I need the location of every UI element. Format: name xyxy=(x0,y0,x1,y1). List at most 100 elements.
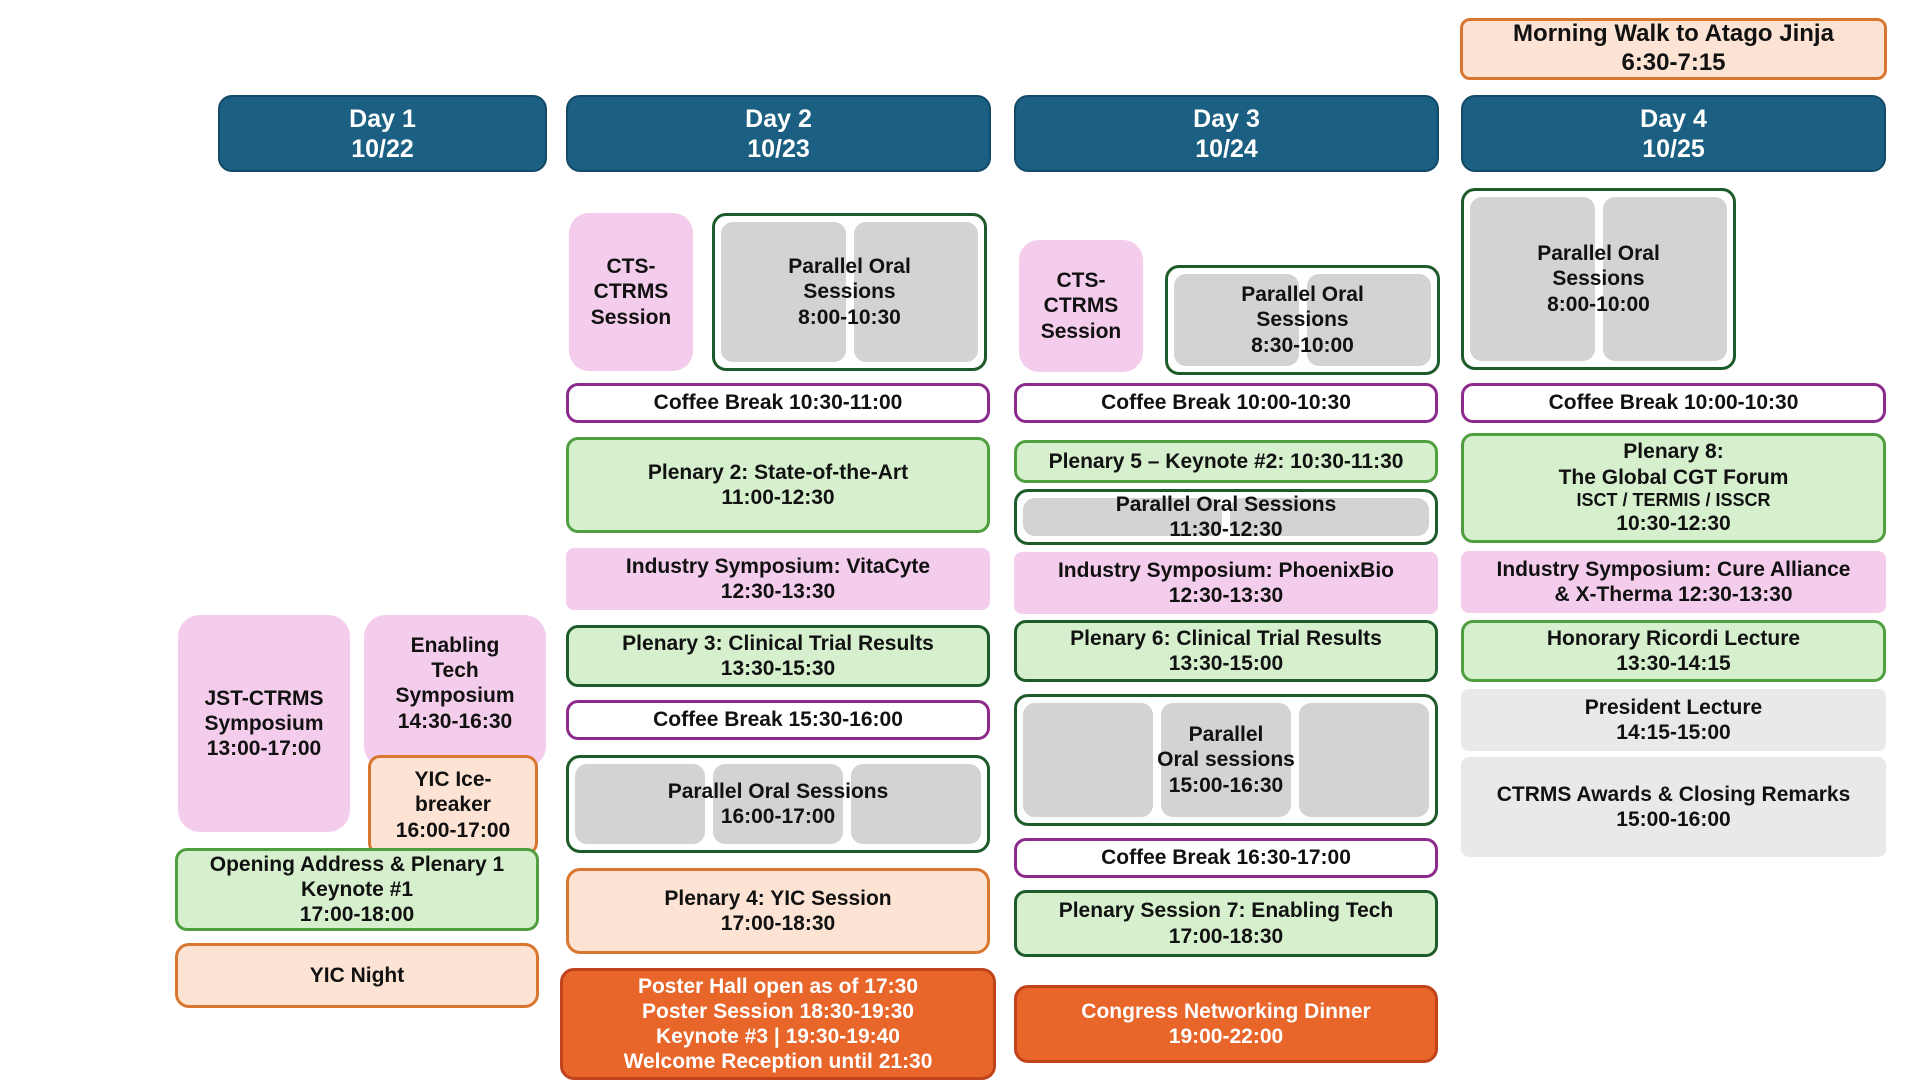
day1-yic-night[interactable]: YIC Night xyxy=(175,943,539,1008)
day1-opening-address-plenary-1[interactable]: Opening Address & Plenary 1 Keynote #1 1… xyxy=(175,848,539,931)
block-line-1: CTRMS Awards & Closing Remarks xyxy=(1496,782,1851,806)
day4-president-lecture[interactable]: President Lecture 14:15-15:00 xyxy=(1461,689,1886,751)
day3-coffee-break-1000[interactable]: Coffee Break 10:00-10:30 xyxy=(1014,383,1438,423)
block-line-2: 17:00-18:30 xyxy=(1168,924,1284,948)
day2-coffee-break-1530[interactable]: Coffee Break 15:30-16:00 xyxy=(566,700,990,740)
day2-date: 10/23 xyxy=(747,134,810,163)
block-line-1: Plenary 8: xyxy=(1623,440,1724,464)
day2-plenary-4-yic[interactable]: Plenary 4: YIC Session 17:00-18:30 xyxy=(566,868,990,954)
block-line-2: 19:00-22:00 xyxy=(1168,1025,1284,1048)
block-line-1: YIC Night xyxy=(309,963,405,987)
day-header-day4[interactable]: Day 4 10/25 xyxy=(1461,95,1886,172)
day2-plenary-3[interactable]: Plenary 3: Clinical Trial Results 13:30-… xyxy=(566,625,990,687)
block-line-1: Coffee Break 10:00-10:30 xyxy=(1101,391,1351,415)
block-line-2: 11:00-12:30 xyxy=(721,486,835,509)
morning-walk-block[interactable]: Morning Walk to Atago Jinja 6:30-7:15 xyxy=(1460,18,1887,80)
block-line-2: The Global CGT Forum xyxy=(1558,465,1789,489)
block-line-1: Coffee Break 10:00-10:30 xyxy=(1548,391,1799,415)
block-line-4: 14:30-16:30 xyxy=(397,709,513,733)
parallel-slot-group xyxy=(721,222,978,362)
day2-coffee-break-1030[interactable]: Coffee Break 10:30-11:00 xyxy=(566,383,990,423)
parallel-slot[interactable] xyxy=(1023,703,1153,817)
parallel-slot-group xyxy=(1470,197,1727,361)
parallel-slot[interactable] xyxy=(851,764,981,844)
parallel-slot[interactable] xyxy=(1023,498,1222,536)
block-line-2: 15:00-16:00 xyxy=(1616,808,1731,831)
parallel-slot[interactable] xyxy=(1470,197,1595,361)
day2-poster-hall[interactable]: Poster Hall open as of 17:30 Poster Sess… xyxy=(560,968,996,1080)
day4-plenary-8[interactable]: Plenary 8: The Global CGT Forum ISCT / T… xyxy=(1461,433,1886,543)
day3-parallel-oral-sessions-morning[interactable]: Parallel Oral Sessions 8:30-10:00 xyxy=(1165,265,1440,375)
day1-title: Day 1 xyxy=(349,104,416,133)
block-line-2: 13:30-15:30 xyxy=(720,657,836,680)
day3-parallel-oral-sessions-afternoon[interactable]: Parallel Oral sessions 15:00-16:30 xyxy=(1014,694,1438,826)
day4-honorary-ricordi-lecture[interactable]: Honorary Ricordi Lecture 13:30-14:15 xyxy=(1461,620,1886,682)
day4-industry-symposium-cure-alliance[interactable]: Industry Symposium: Cure Alliance & X-Th… xyxy=(1461,551,1886,613)
day3-date: 10/24 xyxy=(1195,134,1258,163)
day2-cts-ctrms-session[interactable]: CTS- CTRMS Session xyxy=(569,213,693,371)
parallel-slot[interactable] xyxy=(1602,197,1727,361)
day4-coffee-break-1000[interactable]: Coffee Break 10:00-10:30 xyxy=(1461,383,1886,423)
block-line-1: Industry Symposium: VitaCyte xyxy=(625,554,931,578)
block-line-2: 12:30-13:30 xyxy=(1168,584,1284,607)
day-header-day1[interactable]: Day 1 10/22 xyxy=(218,95,547,172)
block-line-2: Poster Session 18:30-19:30 xyxy=(642,999,914,1023)
parallel-slot[interactable] xyxy=(713,764,843,844)
day3-industry-symposium-phoenixbio[interactable]: Industry Symposium: PhoenixBio 12:30-13:… xyxy=(1014,552,1438,614)
block-line-3: Session xyxy=(590,305,672,329)
block-line-1: President Lecture xyxy=(1584,695,1763,719)
block-line-1: Congress Networking Dinner xyxy=(1081,999,1371,1023)
block-line-3: ISCT / TERMIS / ISSCR xyxy=(1576,489,1771,510)
block-line-1: Plenary 6: Clinical Trial Results xyxy=(1070,626,1382,650)
block-line-3: Keynote #3 | 19:30-19:40 xyxy=(655,1025,900,1048)
day2-title: Day 2 xyxy=(745,104,812,133)
day3-plenary-6[interactable]: Plenary 6: Clinical Trial Results 13:30-… xyxy=(1014,620,1438,682)
block-line-1: Coffee Break 10:30-11:00 xyxy=(653,391,903,415)
parallel-slot[interactable] xyxy=(575,764,705,844)
block-line-3: 17:00-18:00 xyxy=(299,903,415,927)
block-line-1: Plenary Session 7: Enabling Tech xyxy=(1058,899,1394,923)
block-line-1: YIC Ice- xyxy=(414,768,492,792)
day3-plenary-5-keynote-2[interactable]: Plenary 5 – Keynote #2: 10:30-11:30 xyxy=(1014,440,1438,483)
parallel-slot[interactable] xyxy=(1306,274,1431,366)
day-header-day2[interactable]: Day 2 10/23 xyxy=(566,95,991,172)
block-line-1: Plenary 2: State-of-the-Art xyxy=(647,460,909,484)
block-line-1: Honorary Ricordi Lecture xyxy=(1546,626,1801,650)
block-line-3: 13:00-17:00 xyxy=(206,737,322,761)
block-line-1: Industry Symposium: Cure Alliance xyxy=(1496,557,1851,581)
day4-parallel-oral-sessions-morning[interactable]: Parallel Oral Sessions 8:00-10:00 xyxy=(1461,188,1736,370)
parallel-slot[interactable] xyxy=(1174,274,1299,366)
day1-enabling-tech-symposium[interactable]: Enabling Tech Symposium 14:30-16:30 xyxy=(364,615,546,768)
block-line-2: Symposium xyxy=(204,711,324,735)
day2-industry-symposium-vitacyte[interactable]: Industry Symposium: VitaCyte 12:30-13:30 xyxy=(566,548,990,610)
day3-coffee-break-1630[interactable]: Coffee Break 16:30-17:00 xyxy=(1014,838,1438,878)
parallel-slot[interactable] xyxy=(1230,498,1429,536)
parallel-slot-group xyxy=(1174,274,1431,366)
block-line-1: Plenary 5 – Keynote #2: 10:30-11:30 xyxy=(1048,449,1404,473)
block-line-2: 13:30-15:00 xyxy=(1168,652,1284,675)
block-line-2: CTRMS xyxy=(1043,294,1119,318)
day4-title: Day 4 xyxy=(1640,104,1707,133)
day3-cts-ctrms-session[interactable]: CTS- CTRMS Session xyxy=(1019,240,1143,372)
block-line-2: breaker xyxy=(415,793,491,817)
block-line-3: 16:00-17:00 xyxy=(395,818,511,842)
block-line-1: Industry Symposium: PhoenixBio xyxy=(1057,558,1395,582)
day2-plenary-2[interactable]: Plenary 2: State-of-the-Art 11:00-12:30 xyxy=(566,437,990,533)
day3-parallel-oral-sessions-midday[interactable]: Parallel Oral Sessions 11:30-12:30 xyxy=(1014,489,1438,545)
day3-title: Day 3 xyxy=(1193,104,1260,133)
parallel-slot[interactable] xyxy=(1161,703,1291,817)
block-line-1: Poster Hall open as of 17:30 xyxy=(637,974,919,998)
block-line-1: Enabling xyxy=(410,634,500,657)
day2-parallel-oral-sessions-afternoon[interactable]: Parallel Oral Sessions 16:00-17:00 xyxy=(566,755,990,853)
day4-ctrms-awards-closing[interactable]: CTRMS Awards & Closing Remarks 15:00-16:… xyxy=(1461,757,1886,857)
parallel-slot[interactable] xyxy=(721,222,846,362)
day1-yic-ice-breaker[interactable]: YIC Ice- breaker 16:00-17:00 xyxy=(368,755,538,855)
day3-congress-networking-dinner[interactable]: Congress Networking Dinner 19:00-22:00 xyxy=(1014,985,1438,1063)
parallel-slot[interactable] xyxy=(1299,703,1429,817)
day1-jst-ctrms-symposium[interactable]: JST-CTRMS Symposium 13:00-17:00 xyxy=(178,615,350,832)
day2-parallel-oral-sessions-morning[interactable]: Parallel Oral Sessions 8:00-10:30 xyxy=(712,213,987,371)
parallel-slot[interactable] xyxy=(853,222,978,362)
day3-plenary-session-7[interactable]: Plenary Session 7: Enabling Tech 17:00-1… xyxy=(1014,890,1438,957)
day-header-day3[interactable]: Day 3 10/24 xyxy=(1014,95,1439,172)
block-line-3: Symposium xyxy=(395,684,515,708)
